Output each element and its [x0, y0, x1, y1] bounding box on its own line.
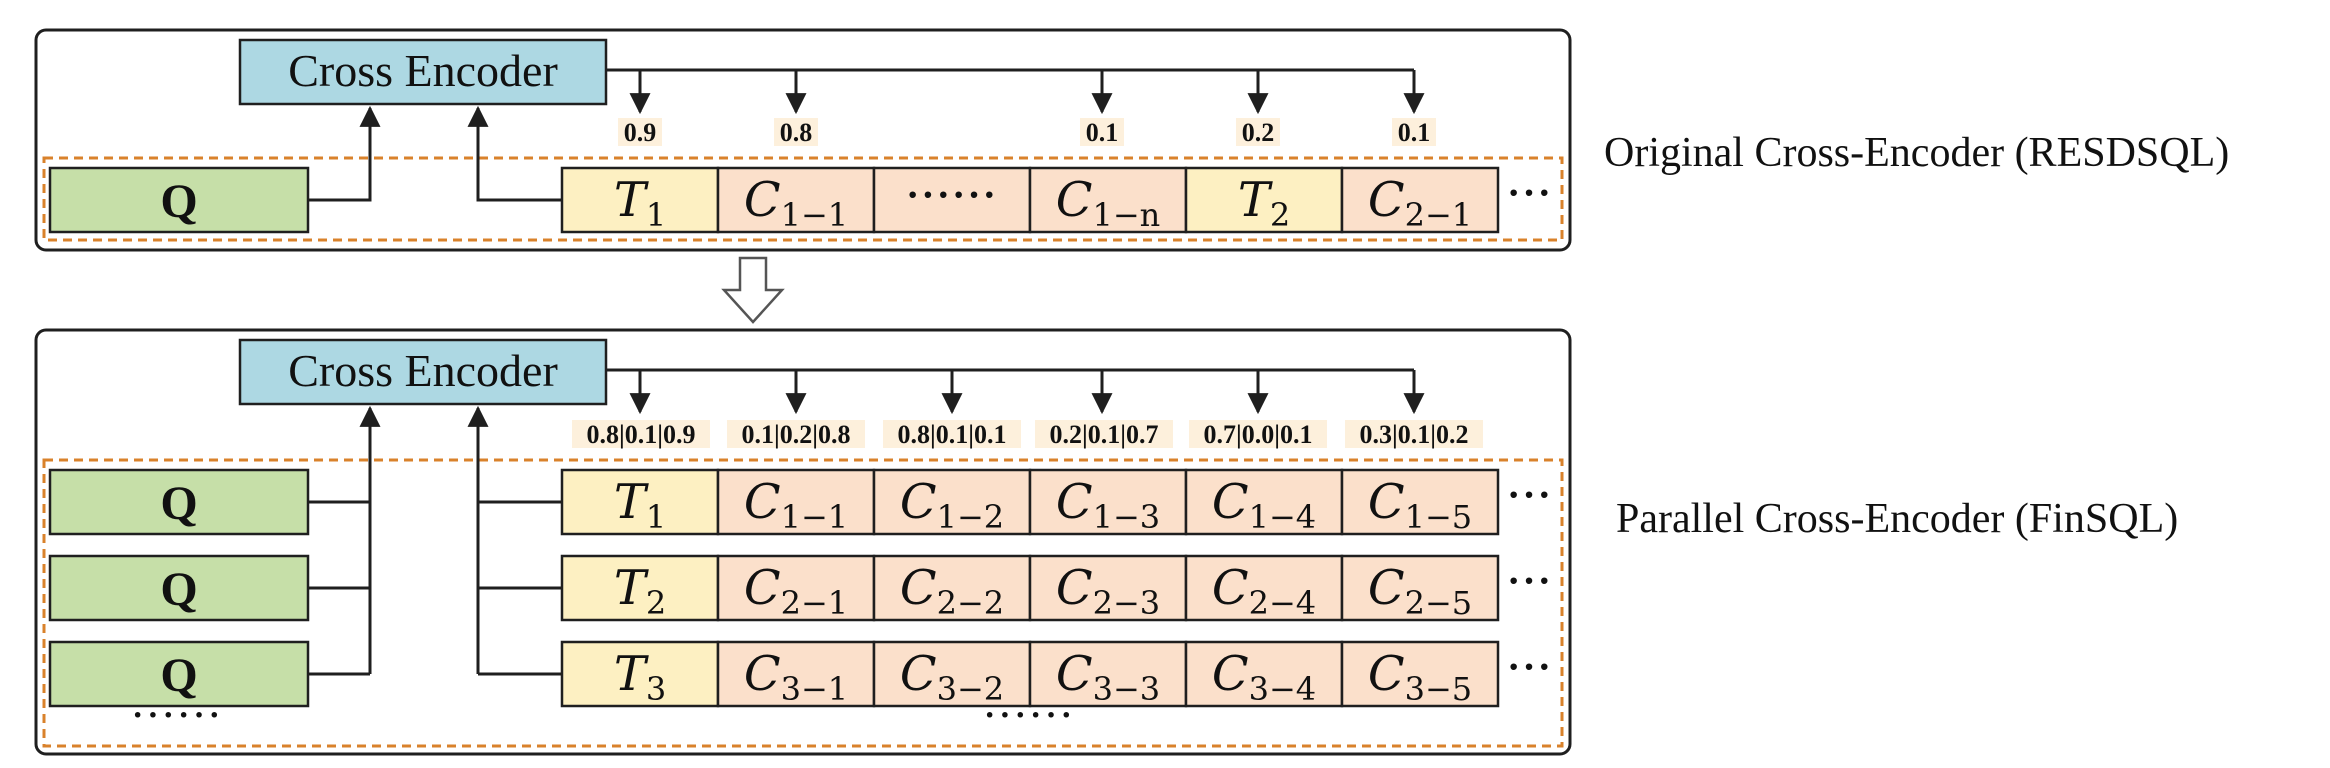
bottom-score-bg-2	[727, 420, 865, 448]
bottom-cell-c3-1-text: C3−1	[744, 646, 848, 708]
bottom-rows-dots: ······	[984, 697, 1076, 734]
bottom-row-3: T3 C3−1 C3−2 C3−3 C3−4 C3−5 ···	[560, 640, 1553, 708]
top-score-bg-4	[1236, 118, 1280, 146]
top-score-4: 0.2	[1242, 118, 1275, 147]
top-side-label: Original Cross-Encoder (RESDSQL)	[1604, 130, 2229, 176]
top-cell-ellipsis-text: ······	[906, 172, 998, 217]
bottom-cell-c1-1	[716, 468, 876, 536]
top-cell-t1-text: T1	[614, 172, 666, 234]
bottom-cell-c1-3-text: C1−3	[1056, 474, 1160, 536]
bottom-cell-c3-3-text: C3−3	[1056, 646, 1160, 708]
top-score-bg-5	[1392, 118, 1436, 146]
bottom-row-1-ellipsis: ···	[1507, 472, 1553, 517]
bottom-cell-c1-1-text: C1−1	[744, 474, 848, 536]
bottom-cell-c2-2	[872, 554, 1032, 622]
bottom-cell-c2-3-text: C2−3	[1056, 560, 1160, 622]
bottom-cell-c3-5	[1340, 640, 1500, 708]
bottom-cell-c2-5	[1340, 554, 1500, 622]
bottom-question-box-2	[48, 554, 310, 622]
bottom-cell-c2-2-text: C2−2	[900, 560, 1004, 622]
bottom-cell-c2-4	[1184, 554, 1344, 622]
top-question-label: Q	[160, 175, 197, 228]
bottom-cell-c2-1-text: C2−1	[744, 560, 848, 622]
bottom-score-2: 0.1|0.2|0.8	[742, 420, 851, 449]
bottom-cell-c2-4-text: C2−4	[1212, 560, 1316, 622]
transition-down-arrow-icon	[721, 256, 785, 324]
bottom-cell-t3	[560, 640, 720, 708]
bottom-row-1: T1 C1−1 C1−2 C1−3 C1−4 C1−5 ···	[560, 468, 1553, 536]
top-cell-c1-1	[716, 166, 876, 234]
top-score-5: 0.1	[1398, 118, 1431, 147]
bottom-row-2: T2 C2−1 C2−2 C2−3 C2−4 C2−5 ···	[560, 554, 1553, 622]
top-cell-c1-n	[1028, 166, 1188, 234]
bottom-cell-t1	[560, 468, 720, 536]
bottom-cell-c3-2	[872, 640, 1032, 708]
bottom-score-3: 0.8|0.1|0.1	[898, 420, 1007, 449]
top-cell-t2-text: T2	[1238, 172, 1290, 234]
bottom-score-1: 0.8|0.1|0.9	[587, 420, 696, 449]
bottom-input-dashed-region	[42, 458, 1564, 748]
top-score-bg-2	[774, 118, 818, 146]
bottom-row-2-ellipsis: ···	[1507, 558, 1553, 603]
top-input-dashed-region	[42, 156, 1564, 242]
bottom-score-bg-3	[883, 420, 1021, 448]
top-cell-c1-n-text: C1−n	[1056, 172, 1161, 234]
bottom-question-dots: ······	[132, 697, 224, 734]
bottom-cell-t3-text: T3	[614, 646, 666, 708]
top-question-box	[48, 166, 310, 234]
bottom-score-bg-1	[572, 420, 710, 448]
bottom-score-bg-5	[1189, 420, 1327, 448]
bottom-cell-c3-4-text: C3−4	[1212, 646, 1316, 708]
bottom-cell-c1-3	[1028, 468, 1188, 536]
bottom-panel: Cross Encoder Q Q Q ······ T1 C1−1 C1−2 …	[34, 328, 2178, 756]
bottom-cell-c1-5	[1340, 468, 1500, 536]
top-score-bg-1	[618, 118, 662, 146]
top-panel: Cross Encoder Q T1 C1−1 ······ C1−n T2 C…	[34, 28, 2229, 252]
top-trailing-ellipsis: ···	[1507, 170, 1553, 215]
bottom-score-bg-4	[1035, 420, 1173, 448]
bottom-cell-t2-text: T2	[614, 560, 666, 622]
top-cell-c2-1-text: C2−1	[1368, 172, 1472, 234]
bottom-score-5: 0.7|0.0|0.1	[1204, 420, 1313, 449]
top-cross-encoder-box	[238, 38, 608, 106]
top-score-2: 0.8	[780, 118, 813, 147]
bottom-row-3-ellipsis: ···	[1507, 644, 1553, 689]
bottom-question-label-3: Q	[160, 649, 197, 702]
bottom-question-label-2: Q	[160, 563, 197, 616]
bottom-score-4: 0.2|0.1|0.7	[1050, 420, 1159, 449]
bottom-cell-c1-2-text: C1−2	[900, 474, 1004, 536]
top-cell-ellipsis	[872, 166, 1032, 234]
bottom-score-bg-6	[1345, 420, 1483, 448]
top-score-1: 0.9	[624, 118, 657, 147]
bottom-score-6: 0.3|0.1|0.2	[1360, 420, 1469, 449]
bottom-cell-c1-5-text: C1−5	[1368, 474, 1472, 536]
bottom-side-label: Parallel Cross-Encoder (FinSQL)	[1616, 496, 2178, 542]
top-question-arrow	[308, 105, 381, 202]
top-score-bg-3	[1080, 118, 1124, 146]
bottom-cell-c2-3	[1028, 554, 1188, 622]
bottom-cell-c3-4	[1184, 640, 1344, 708]
top-cell-c1-1-text: C1−1	[744, 172, 848, 234]
bottom-cell-c3-1	[716, 640, 876, 708]
bottom-cell-c3-5-text: C3−5	[1368, 646, 1472, 708]
top-sequence-arrow	[467, 105, 562, 202]
bottom-cell-c3-3	[1028, 640, 1188, 708]
bottom-cross-encoder-box	[238, 338, 608, 406]
bottom-cell-t1-text: T1	[614, 474, 666, 536]
top-cell-c2-1	[1340, 166, 1500, 234]
bottom-cell-c2-5-text: C2−5	[1368, 560, 1472, 622]
top-cross-encoder-label: Cross Encoder	[288, 45, 558, 96]
bottom-question-label-1: Q	[160, 477, 197, 530]
bottom-cell-c1-4-text: C1−4	[1212, 474, 1316, 536]
bottom-cell-c2-1	[716, 554, 876, 622]
bottom-cross-encoder-label: Cross Encoder	[288, 345, 558, 396]
top-score-3: 0.1	[1086, 118, 1119, 147]
bottom-cell-c3-2-text: C3−2	[900, 646, 1004, 708]
bottom-question-box-3	[48, 640, 310, 708]
